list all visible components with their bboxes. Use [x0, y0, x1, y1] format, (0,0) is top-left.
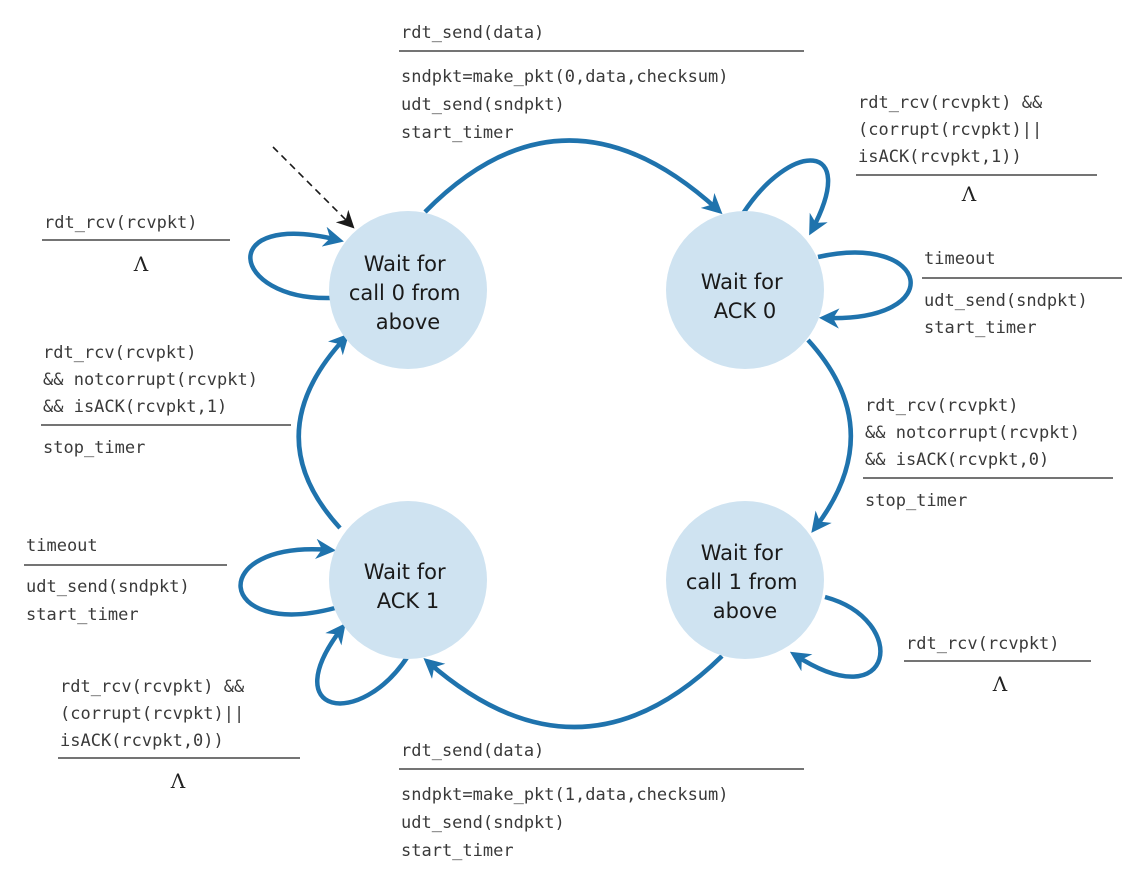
loop-call1	[789, 594, 883, 679]
loop-ack1-corrupt	[315, 623, 410, 706]
state-label-line: Wait for	[364, 252, 446, 276]
action-text: stop_timer	[865, 491, 967, 511]
action-text: udt_send(sndpkt)	[26, 577, 190, 597]
state-label-line: above	[713, 599, 777, 623]
loop-ack0-corrupt	[740, 158, 831, 236]
state-label-line: ACK 0	[714, 299, 776, 323]
label-call0-rcv: rdt_rcv(rcvpkt) Λ	[42, 213, 230, 276]
loop-call0	[248, 226, 344, 301]
event-text: && isACK(rcvpkt,0)	[865, 450, 1049, 470]
event-text: rdt_rcv(rcvpkt) &&	[858, 93, 1043, 113]
event-text: timeout	[26, 536, 98, 556]
state-circle	[666, 211, 824, 369]
event-text: && isACK(rcvpkt,1)	[43, 397, 227, 417]
state-label-line: Wait for	[701, 270, 783, 294]
svg-text:Wait for ACK 1: Wait for ACK 1	[364, 560, 453, 613]
state-wait-call1: Wait for call 1 from above	[666, 501, 824, 659]
state-label-line: above	[376, 310, 440, 334]
event-text: rdt_rcv(rcvpkt) &&	[60, 677, 245, 697]
state-wait-ack0: Wait for ACK 0	[666, 211, 824, 369]
label-send1: rdt_send(data) sndpkt=make_pkt(1,data,ch…	[399, 741, 804, 861]
label-ack1-timeout: timeout udt_send(sndpkt) start_timer	[24, 536, 227, 625]
event-text: rdt_rcv(rcvpkt)	[44, 213, 198, 233]
state-circle	[666, 501, 824, 659]
label-ack0-corrupt: rdt_rcv(rcvpkt) && (corrupt(rcvpkt)|| is…	[856, 93, 1097, 206]
event-text: isACK(rcvpkt,1))	[858, 147, 1022, 167]
event-text: rdt_rcv(rcvpkt)	[865, 396, 1019, 416]
event-text: (corrupt(rcvpkt)||	[60, 704, 244, 724]
loop-ack1-timeout	[238, 538, 337, 617]
state-label-line: ACK 1	[377, 589, 439, 613]
initial-arrow	[272, 146, 355, 229]
event-text: timeout	[924, 249, 996, 269]
label-ack0-ok: rdt_rcv(rcvpkt) && notcorrupt(rcvpkt) &&…	[863, 396, 1113, 511]
arrow-send0	[423, 138, 723, 215]
arrow-ack0-ok	[806, 338, 853, 533]
event-text: (corrupt(rcvpkt)||	[858, 120, 1042, 140]
svg-text:Wait for ACK 0: Wait for ACK 0	[701, 270, 790, 323]
loop-ack0-timeout	[817, 250, 913, 329]
label-ack0-timeout: timeout udt_send(sndpkt) start_timer	[922, 249, 1122, 338]
action-text: udt_send(sndpkt)	[401, 813, 565, 833]
label-ack1-corrupt: rdt_rcv(rcvpkt) && (corrupt(rcvpkt)|| is…	[58, 677, 300, 793]
state-circle	[329, 211, 487, 369]
action-text: stop_timer	[43, 438, 145, 458]
event-text: isACK(rcvpkt,0))	[60, 731, 224, 751]
arrow-send1	[423, 654, 724, 730]
action-text: start_timer	[924, 318, 1037, 338]
action-text: start_timer	[401, 841, 514, 861]
state-wait-call0: Wait for call 0 from above	[329, 211, 487, 369]
action-text: udt_send(sndpkt)	[401, 95, 565, 115]
label-send0: rdt_send(data) sndpkt=make_pkt(0,data,ch…	[399, 23, 804, 143]
action-text: sndpkt=make_pkt(0,data,checksum)	[401, 67, 729, 87]
svg-text:Wait for call 1 from: Wait for call 1 from above	[686, 541, 804, 623]
svg-text:Wait for call 0 from: Wait for call 0 from above	[349, 252, 467, 334]
event-text: rdt_send(data)	[401, 741, 544, 761]
state-circle	[329, 501, 487, 659]
lambda-text: Λ	[992, 672, 1008, 696]
state-label-line: Wait for	[701, 541, 783, 565]
action-text: start_timer	[26, 605, 139, 625]
action-text: sndpkt=make_pkt(1,data,checksum)	[401, 785, 729, 805]
lambda-text: Λ	[961, 182, 977, 206]
event-text: && notcorrupt(rcvpkt)	[43, 370, 258, 390]
state-label-line: call 1 from	[686, 570, 798, 594]
event-text: && notcorrupt(rcvpkt)	[865, 423, 1080, 443]
action-text: start_timer	[401, 123, 514, 143]
lambda-text: Λ	[133, 252, 149, 276]
action-text: udt_send(sndpkt)	[924, 291, 1088, 311]
event-text: rdt_rcv(rcvpkt)	[906, 634, 1060, 654]
state-label-line: Wait for	[364, 560, 446, 584]
transition-arrows	[238, 138, 913, 730]
event-text: rdt_send(data)	[401, 23, 544, 43]
state-wait-ack1: Wait for ACK 1	[329, 501, 487, 659]
state-label-line: call 0 from	[349, 281, 461, 305]
label-call1-rcv: rdt_rcv(rcvpkt) Λ	[904, 634, 1091, 696]
arrow-ack1-ok	[296, 333, 350, 530]
label-ack1-ok: rdt_rcv(rcvpkt) && notcorrupt(rcvpkt) &&…	[41, 343, 291, 458]
event-text: rdt_rcv(rcvpkt)	[43, 343, 197, 363]
lambda-text: Λ	[170, 769, 186, 793]
